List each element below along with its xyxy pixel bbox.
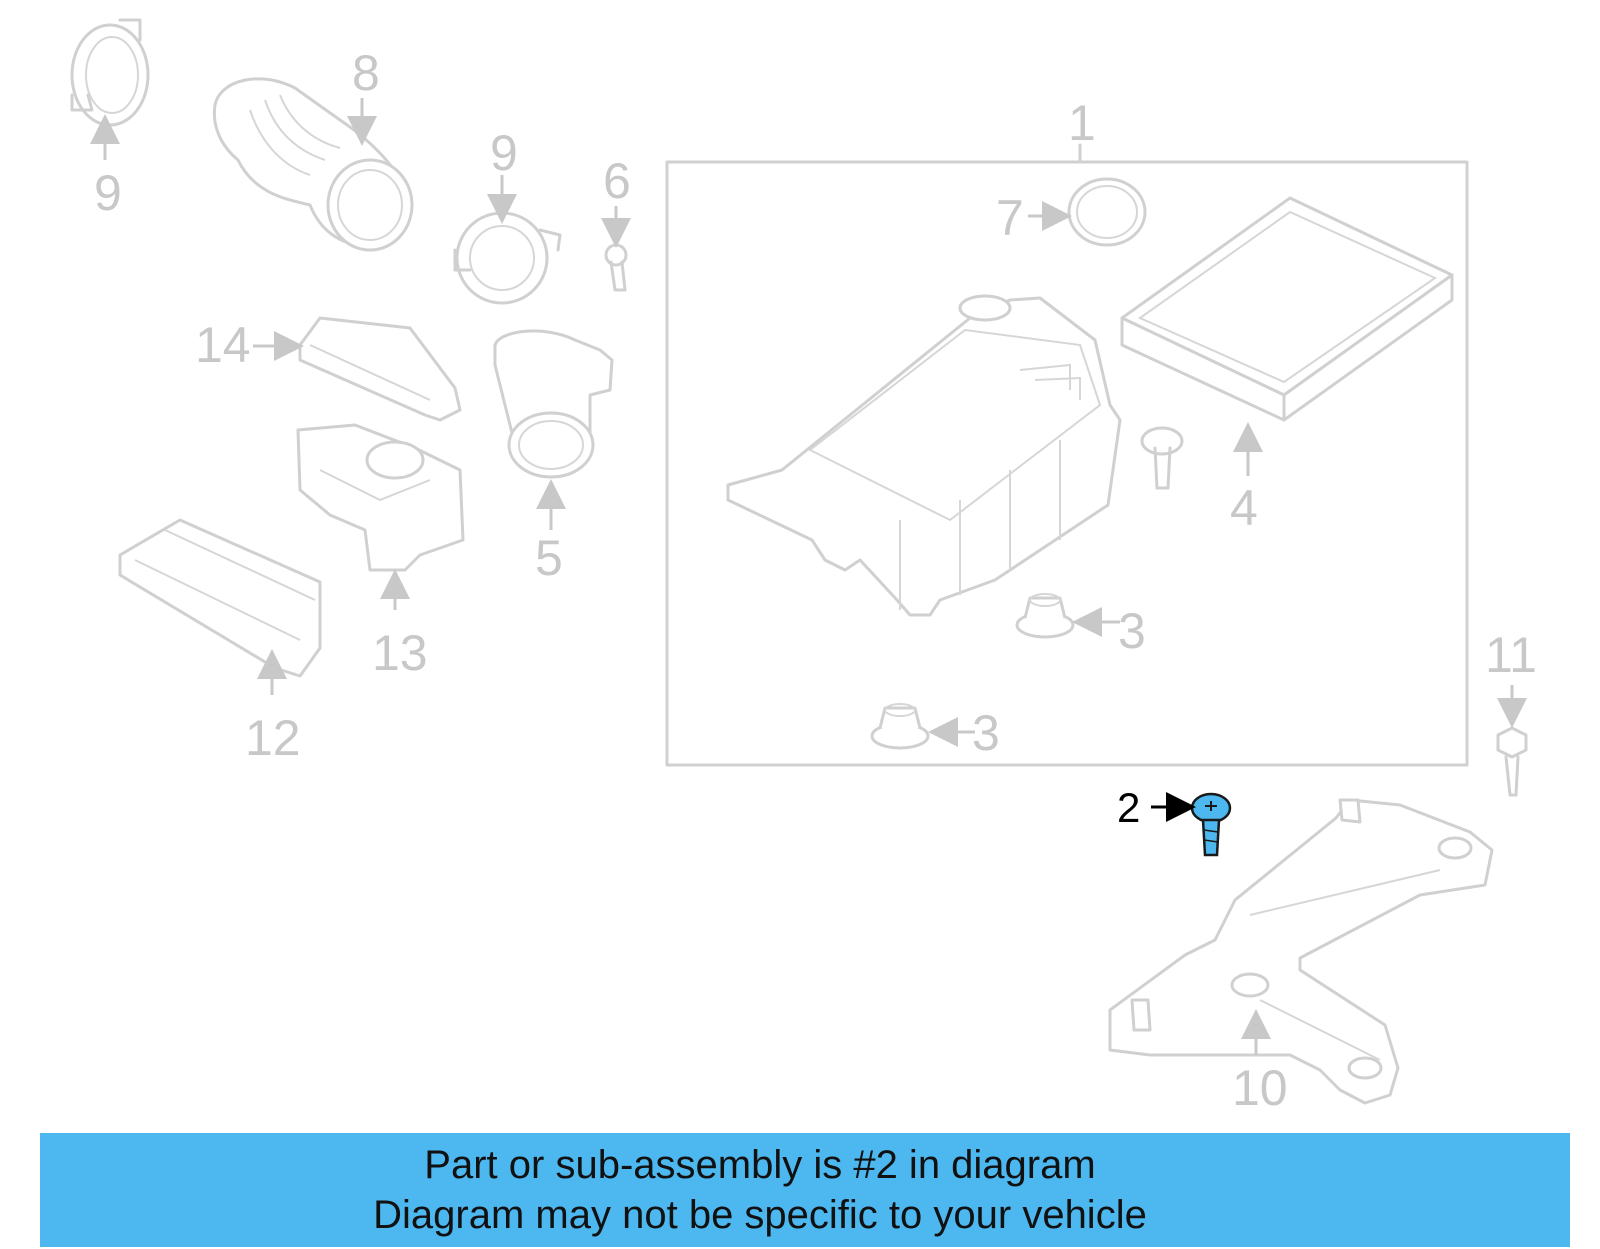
banner-line-2: Diagram may not be specific to your vehi… [373, 1193, 1147, 1237]
part-6-screw [604, 243, 628, 292]
part-4-filter [1120, 196, 1454, 422]
part-13-resonator [296, 423, 465, 572]
assembly-frame [665, 160, 1469, 767]
callout-6: 6 [603, 153, 631, 209]
callout-10: 10 [1232, 1060, 1288, 1116]
part-2-screw-highlighted[interactable] [1190, 792, 1232, 857]
part-7-ring [1067, 177, 1147, 247]
callout-7: 7 [996, 190, 1024, 246]
part-3-grommet-upper [1015, 593, 1075, 639]
parts-diagram: 1 2 3 3 4 5 6 7 8 9 9 10 11 12 13 14 [70, 18, 1537, 1116]
part-8-intake-hose [212, 77, 414, 252]
callout-2[interactable]: 2 [1117, 784, 1140, 831]
part-10-bracket [1108, 798, 1494, 1105]
part-5-maf-housing [493, 329, 614, 479]
callout-arrows [90, 98, 1527, 1055]
callout-1: 1 [1068, 95, 1096, 151]
callout-13: 13 [372, 625, 428, 681]
housing-screw [1140, 426, 1184, 490]
callout-3-lower: 3 [972, 705, 1000, 761]
part-1-housing [726, 294, 1122, 617]
banner-line-1: Part or sub-assembly is #2 in diagram [424, 1143, 1096, 1187]
callout-5: 5 [535, 530, 563, 586]
part-3-grommet-lower [870, 703, 930, 750]
callout-12: 12 [245, 710, 301, 766]
part-9-clamp-mid [453, 211, 562, 305]
callout-14: 14 [195, 317, 251, 373]
callout-3-upper: 3 [1118, 603, 1146, 659]
callout-8: 8 [352, 45, 380, 101]
part-14-duct [298, 316, 462, 422]
callout-9-mid: 9 [490, 125, 518, 181]
info-banner: Part or sub-assembly is #2 in diagram Di… [40, 1133, 1570, 1247]
callout-9-left: 9 [94, 165, 122, 221]
callout-11: 11 [1485, 627, 1537, 683]
part-12-lower-duct [118, 518, 322, 678]
part-11-bolt [1496, 726, 1528, 797]
callout-4: 4 [1230, 480, 1258, 536]
part-9-clamp-left [70, 18, 150, 127]
